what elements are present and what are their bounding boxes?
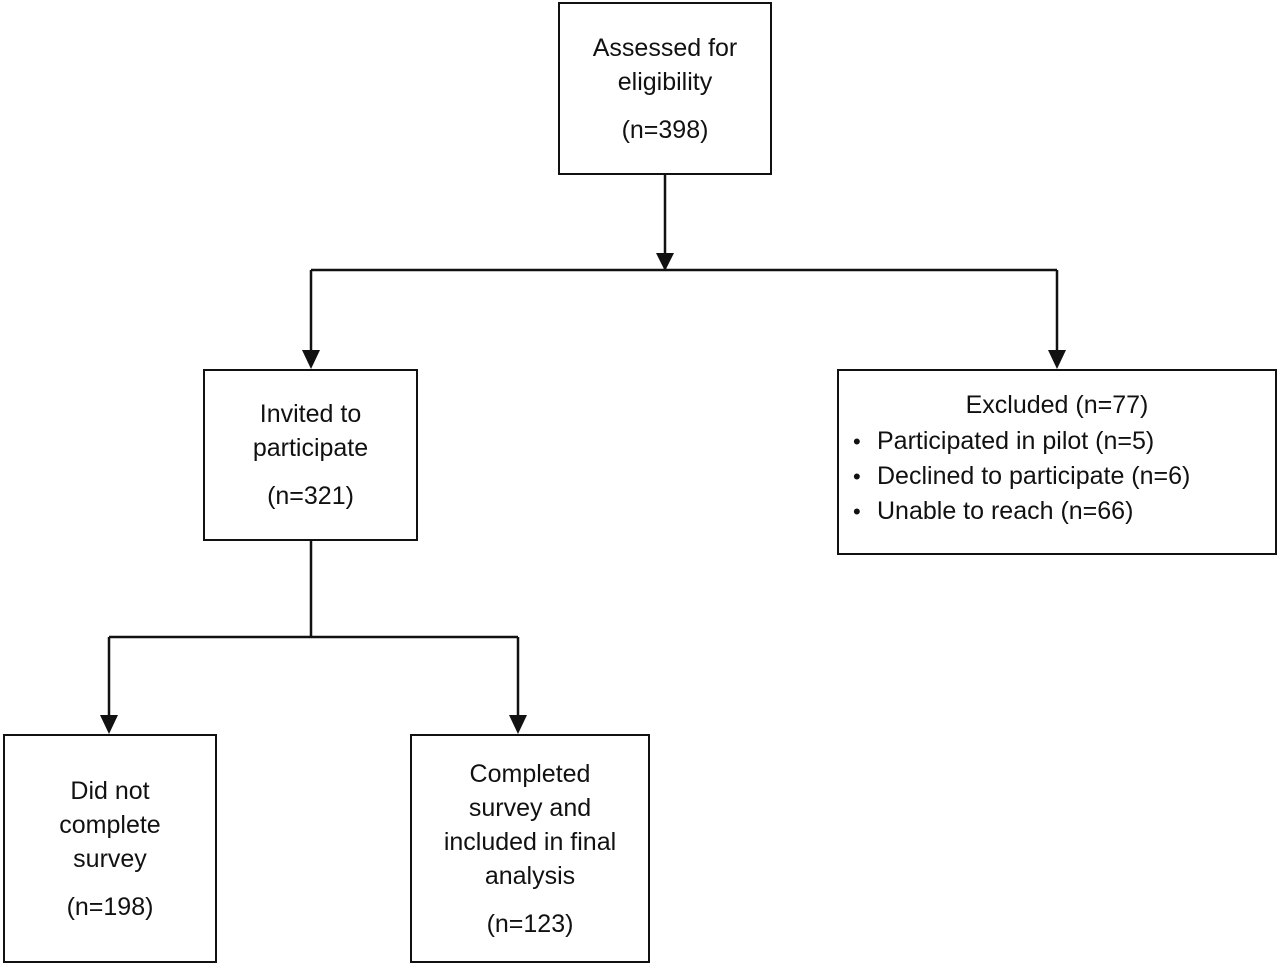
node-completed-survey: Completed survey and included in final a…: [410, 734, 650, 963]
arrowhead-invited: [302, 350, 320, 369]
node-title: Excluded (n=77): [965, 391, 1149, 419]
node-count: (n=123): [486, 909, 574, 938]
node-label-line: complete: [59, 810, 161, 839]
node-excluded: Excluded (n=77) • Participated in pilot …: [837, 369, 1277, 555]
exclusion-reasons-list: • Participated in pilot (n=5) • Declined…: [839, 424, 1275, 529]
list-item: • Participated in pilot (n=5): [853, 424, 1275, 459]
node-invited-to-participate: Invited to participate (n=321): [203, 369, 418, 541]
arrowhead-excluded: [1048, 350, 1066, 369]
arrowhead-completed: [509, 715, 527, 734]
list-item: • Declined to participate (n=6): [853, 459, 1275, 494]
node-label-line: survey and: [468, 793, 592, 822]
node-label-line: Assessed for: [592, 33, 738, 62]
exclusion-reason: Unable to reach (n=66): [877, 497, 1134, 525]
arrowhead-did-not-complete: [100, 715, 118, 734]
exclusion-reason: Declined to participate (n=6): [877, 462, 1191, 490]
node-label-line: eligibility: [617, 67, 713, 96]
node-count: (n=398): [621, 115, 709, 144]
node-label-line: survey: [73, 844, 147, 873]
node-did-not-complete-survey: Did not complete survey (n=198): [3, 734, 217, 963]
node-label-line: Completed: [469, 759, 591, 788]
node-assessed-for-eligibility: Assessed for eligibility (n=398): [558, 2, 772, 175]
node-label-line: participate: [252, 434, 369, 462]
bullet-icon: •: [853, 464, 861, 489]
node-label-line: analysis: [484, 861, 576, 890]
bullet-icon: •: [853, 429, 861, 454]
node-count: (n=198): [66, 892, 154, 921]
exclusion-reason: Participated in pilot (n=5): [877, 427, 1155, 455]
bullet-icon: •: [853, 499, 861, 524]
node-label-line: Did not: [70, 776, 150, 805]
list-item: • Unable to reach (n=66): [853, 494, 1275, 529]
node-label-line: included in final: [443, 827, 617, 856]
arrowhead-split: [656, 253, 674, 271]
node-label-line: Invited to: [259, 400, 362, 428]
node-count: (n=321): [267, 482, 354, 510]
